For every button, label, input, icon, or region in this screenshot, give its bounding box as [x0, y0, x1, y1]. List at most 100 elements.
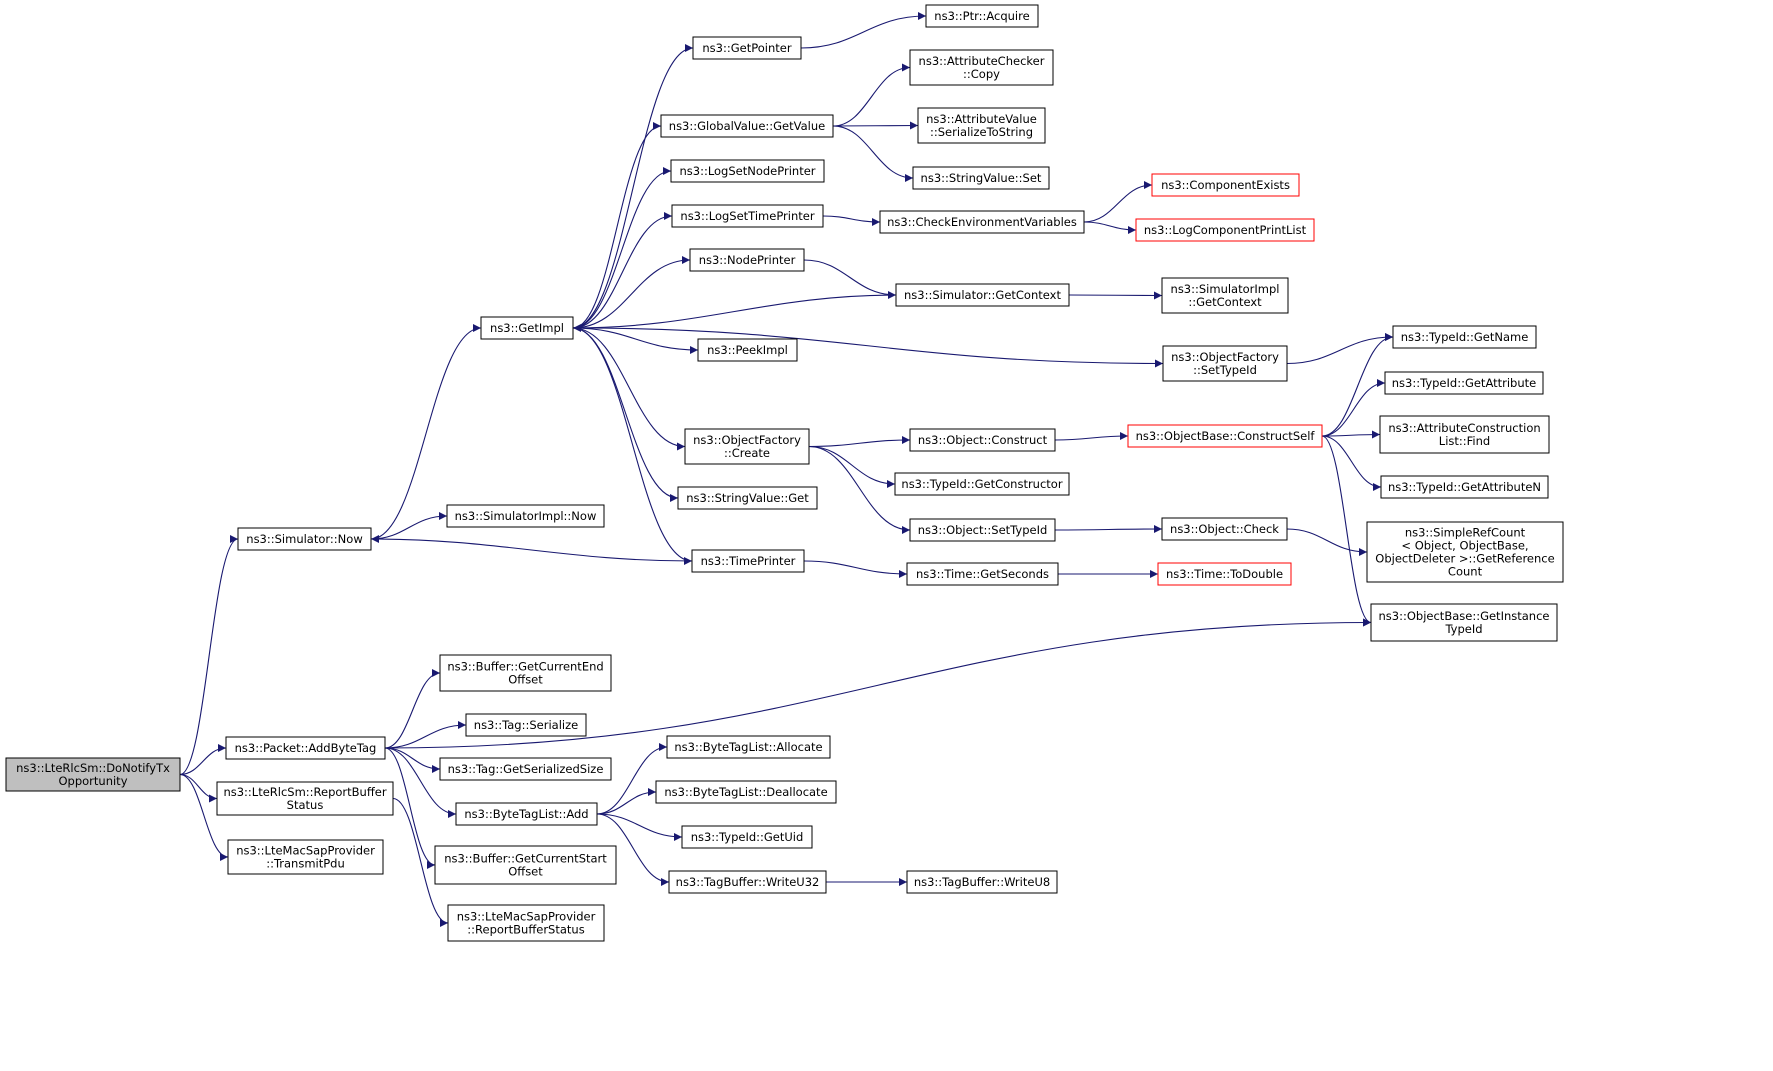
- node-stringvalueget[interactable]: ns3::StringValue::Get: [677, 486, 818, 510]
- node-box[interactable]: [879, 210, 1085, 234]
- node-box[interactable]: [670, 159, 825, 183]
- node-box[interactable]: [1366, 521, 1564, 583]
- node-box[interactable]: [684, 428, 810, 465]
- node-box[interactable]: [677, 486, 818, 510]
- node-box[interactable]: [434, 845, 617, 885]
- node-box[interactable]: [446, 504, 605, 528]
- node-ofcreate[interactable]: ns3::ObjectFactory::Create: [684, 428, 810, 465]
- node-objsettypeid[interactable]: ns3::Object::SetTypeId: [909, 518, 1056, 542]
- node-obconstructself[interactable]: ns3::ObjectBase::ConstructSelf: [1127, 424, 1323, 448]
- node-box[interactable]: [1370, 603, 1558, 642]
- node-box[interactable]: [906, 562, 1059, 586]
- node-box[interactable]: [1161, 517, 1288, 541]
- node-typeidgetuid[interactable]: ns3::TypeId::GetUid: [681, 825, 813, 849]
- node-addbytetag[interactable]: ns3::Packet::AddByteTag: [225, 736, 386, 760]
- node-nodeprinter[interactable]: ns3::NodePrinter: [689, 248, 805, 272]
- node-getimpl[interactable]: ns3::GetImpl: [480, 316, 574, 340]
- node-btlallocate[interactable]: ns3::ByteTagList::Allocate: [666, 735, 831, 759]
- node-timegetseconds[interactable]: ns3::Time::GetSeconds: [906, 562, 1059, 586]
- node-box[interactable]: [697, 338, 798, 362]
- node-tagserialize[interactable]: ns3::Tag::Serialize: [465, 713, 587, 737]
- node-stringvalueset[interactable]: ns3::StringValue::Set: [912, 166, 1050, 190]
- node-btldeallocate[interactable]: ns3::ByteTagList::Deallocate: [655, 780, 837, 804]
- node-box[interactable]: [909, 518, 1056, 542]
- node-typeidgetctor[interactable]: ns3::TypeId::GetConstructor: [894, 472, 1070, 496]
- node-box[interactable]: [895, 283, 1070, 307]
- node-compexists[interactable]: ns3::ComponentExists: [1151, 173, 1300, 197]
- node-box[interactable]: [1135, 218, 1315, 242]
- node-lmspreportbuf[interactable]: ns3::LteMacSapProvider::ReportBufferStat…: [447, 904, 605, 942]
- node-attrvalser[interactable]: ns3::AttributeValue::SerializeToString: [917, 107, 1046, 144]
- node-box[interactable]: [668, 870, 827, 894]
- node-box[interactable]: [894, 472, 1070, 496]
- node-box[interactable]: [1380, 475, 1549, 499]
- node-peekimpl[interactable]: ns3::PeekImpl: [697, 338, 798, 362]
- node-transmitpdu[interactable]: ns3::LteMacSapProvider::TransmitPdu: [227, 839, 384, 875]
- node-gvgetvalue[interactable]: ns3::GlobalValue::GetValue: [660, 114, 834, 138]
- node-box[interactable]: [909, 49, 1054, 86]
- node-box[interactable]: [465, 713, 587, 737]
- node-simplerefcount[interactable]: ns3::SimpleRefCount< Object, ObjectBase,…: [1366, 521, 1564, 583]
- node-ofsettypeid[interactable]: ns3::ObjectFactory::SetTypeId: [1162, 345, 1288, 382]
- node-simimplgetcontext[interactable]: ns3::SimulatorImpl::GetContext: [1161, 277, 1289, 314]
- node-box[interactable]: [1379, 415, 1550, 454]
- node-btladd[interactable]: ns3::ByteTagList::Add: [455, 802, 598, 826]
- node-timetodouble[interactable]: ns3::Time::ToDouble: [1157, 562, 1292, 586]
- node-box[interactable]: [660, 114, 834, 138]
- node-logsettime[interactable]: ns3::LogSetTimePrinter: [671, 204, 824, 228]
- node-objcheck[interactable]: ns3::Object::Check: [1161, 517, 1288, 541]
- node-box[interactable]: [681, 825, 813, 849]
- node-box[interactable]: [906, 870, 1058, 894]
- node-box[interactable]: [671, 204, 824, 228]
- node-box[interactable]: [216, 781, 394, 816]
- node-objconstruct[interactable]: ns3::Object::Construct: [909, 428, 1056, 452]
- node-box[interactable]: [237, 527, 372, 551]
- node-box[interactable]: [455, 802, 598, 826]
- node-box[interactable]: [1151, 173, 1300, 197]
- node-attrcheckercopy[interactable]: ns3::AttributeChecker::Copy: [909, 49, 1054, 86]
- node-box[interactable]: [447, 904, 605, 942]
- node-typeidgetname[interactable]: ns3::TypeId::GetName: [1392, 325, 1537, 349]
- node-reportbuf[interactable]: ns3::LteRlcSm::ReportBufferStatus: [216, 781, 394, 816]
- node-tagbufwriteu8[interactable]: ns3::TagBuffer::WriteU8: [906, 870, 1058, 894]
- node-box[interactable]: [1162, 345, 1288, 382]
- node-box[interactable]: [912, 166, 1050, 190]
- node-box[interactable]: [917, 107, 1046, 144]
- node-box[interactable]: [227, 839, 384, 875]
- node-tagbufwriteu32[interactable]: ns3::TagBuffer::WriteU32: [668, 870, 827, 894]
- node-box[interactable]: [1127, 424, 1323, 448]
- node-box[interactable]: [692, 36, 802, 60]
- node-simgetcontext[interactable]: ns3::Simulator::GetContext: [895, 283, 1070, 307]
- node-timeprinter[interactable]: ns3::TimePrinter: [691, 549, 805, 573]
- node-box[interactable]: [1392, 325, 1537, 349]
- node-taggetsersize[interactable]: ns3::Tag::GetSerializedSize: [439, 757, 612, 781]
- node-simnow[interactable]: ns3::Simulator::Now: [237, 527, 372, 551]
- node-box[interactable]: [909, 428, 1056, 452]
- node-box[interactable]: [689, 248, 805, 272]
- node-box[interactable]: [225, 736, 386, 760]
- node-box[interactable]: [691, 549, 805, 573]
- node-box[interactable]: [480, 316, 574, 340]
- node-box[interactable]: [1384, 371, 1544, 395]
- node-box[interactable]: [666, 735, 831, 759]
- node-logsetnode[interactable]: ns3::LogSetNodePrinter: [670, 159, 825, 183]
- node-checkenv[interactable]: ns3::CheckEnvironmentVariables: [879, 210, 1085, 234]
- node-box[interactable]: [655, 780, 837, 804]
- node-box[interactable]: [439, 654, 612, 692]
- node-box[interactable]: [1157, 562, 1292, 586]
- node-box[interactable]: [1161, 277, 1289, 314]
- node-box[interactable]: [925, 4, 1039, 28]
- node-typeidgetattrn[interactable]: ns3::TypeId::GetAttributeN: [1380, 475, 1549, 499]
- node-ptracquire[interactable]: ns3::Ptr::Acquire: [925, 4, 1039, 28]
- node-simimplnow[interactable]: ns3::SimulatorImpl::Now: [446, 504, 605, 528]
- node-typeidgetattr[interactable]: ns3::TypeId::GetAttribute: [1384, 371, 1544, 395]
- node-box[interactable]: [5, 757, 181, 792]
- node-logcomplist[interactable]: ns3::LogComponentPrintList: [1135, 218, 1315, 242]
- node-getpointer[interactable]: ns3::GetPointer: [692, 36, 802, 60]
- node-box[interactable]: [439, 757, 612, 781]
